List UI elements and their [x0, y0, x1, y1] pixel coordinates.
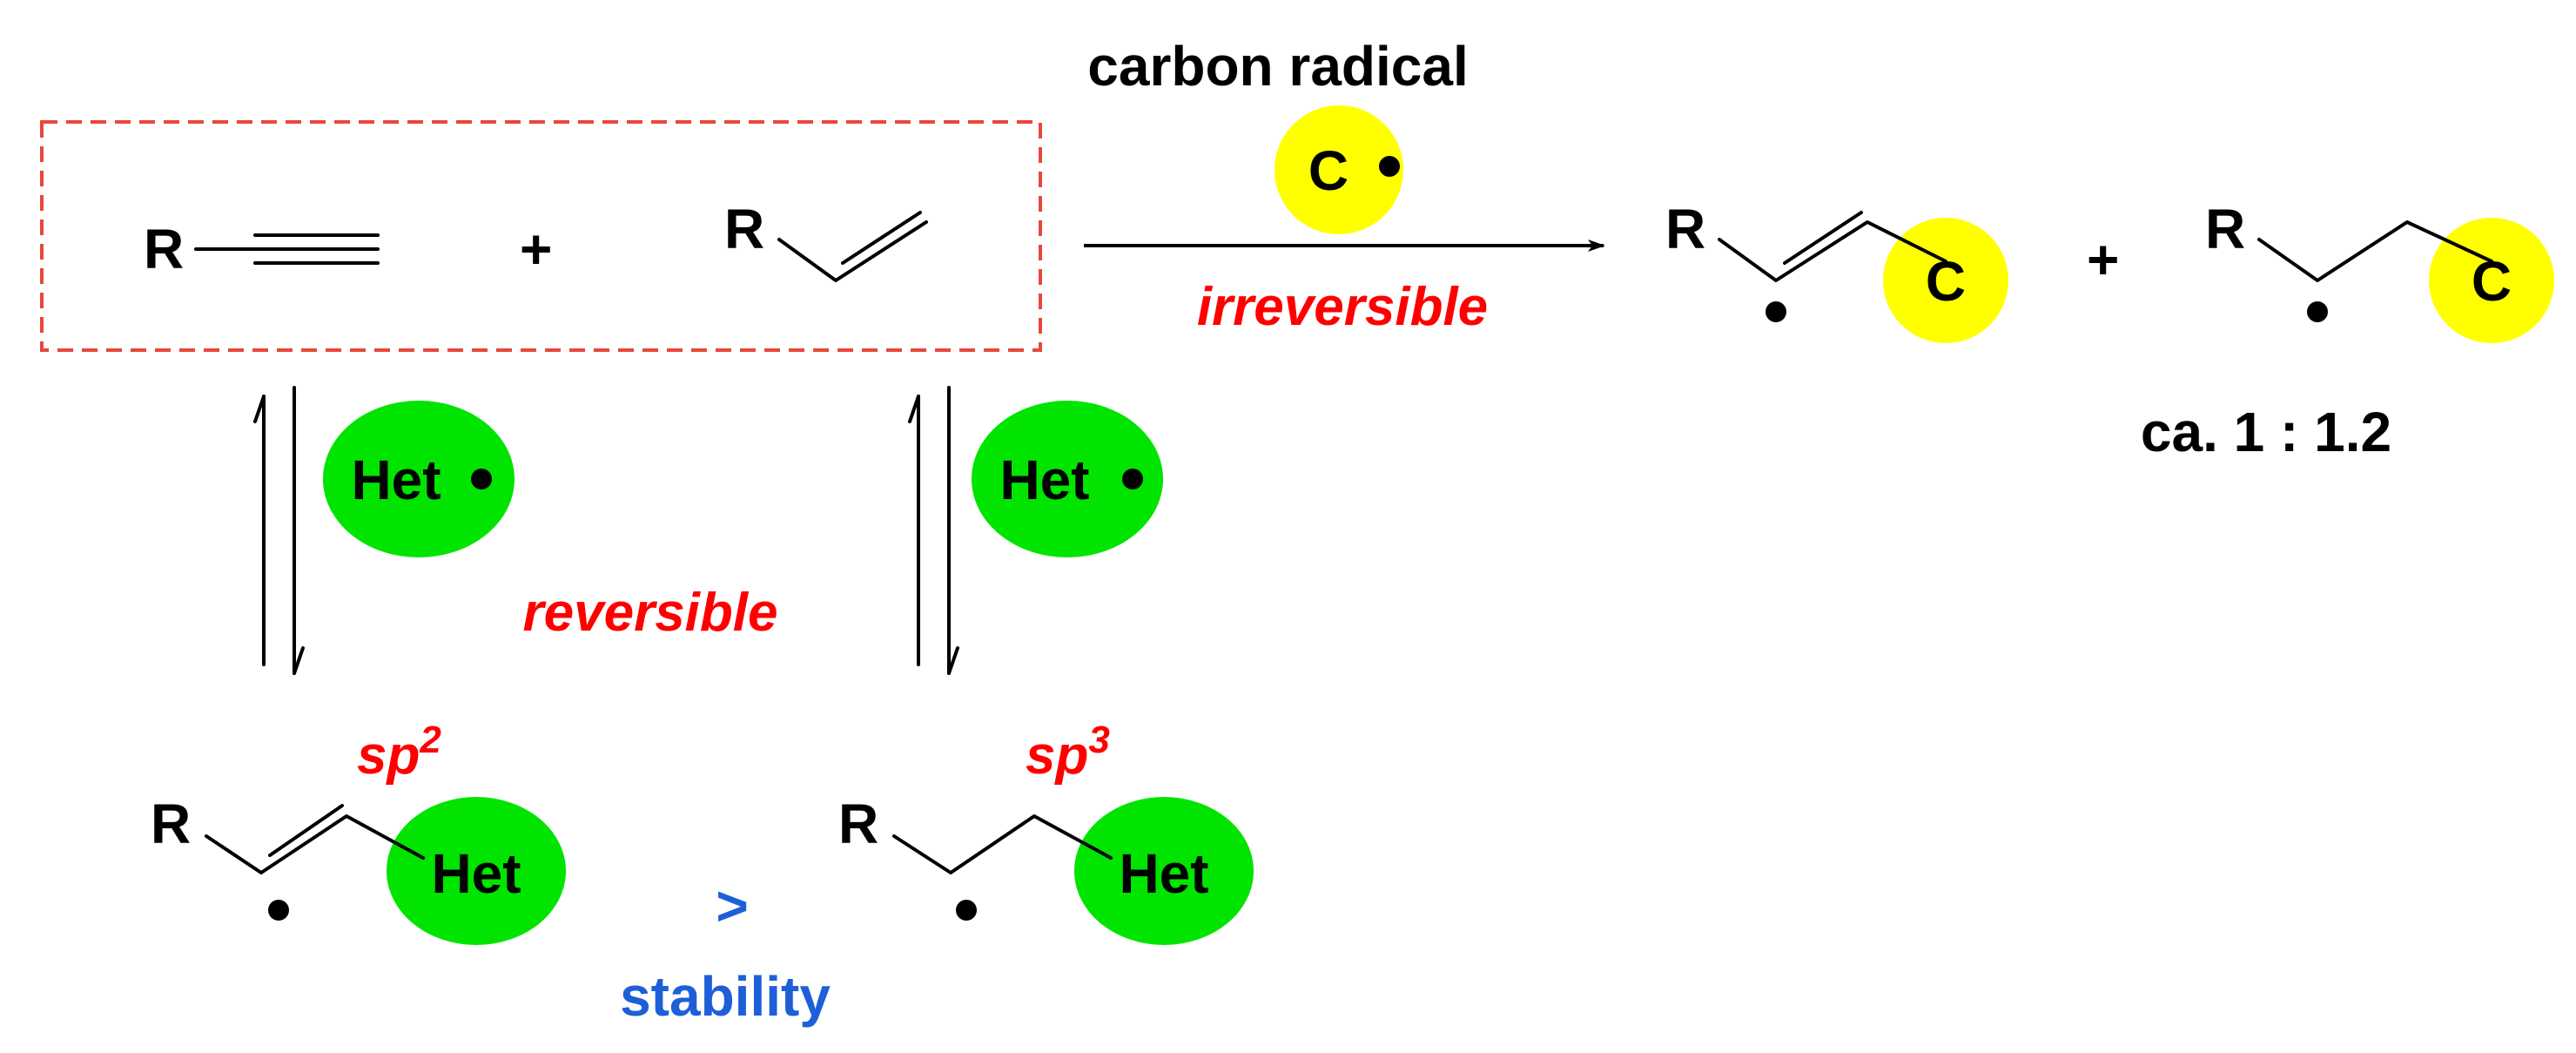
terminal-alkyne: R — [144, 218, 380, 280]
sp3-prefix: sp — [1026, 726, 1088, 786]
product-vinyl-double-bond — [1783, 211, 1863, 265]
right-equilibrium-arrows: Het — [908, 386, 1163, 675]
alkyne-r-label: R — [144, 218, 184, 280]
substrates-dashed-box — [40, 120, 1042, 352]
product-vinyl-radical-dot — [1766, 301, 1786, 322]
product-vinyl-radical: R C — [1665, 198, 2008, 343]
product-vinyl-skeleton — [1718, 220, 1947, 282]
terminal-alkene: R — [724, 198, 928, 282]
product-ratio: ca. 1 : 1.2 — [2141, 401, 2391, 463]
product-vinyl-r-label: R — [1665, 198, 1705, 260]
alkyl-het-r-label: R — [838, 793, 878, 855]
alkyl-het-circle — [1074, 797, 1254, 945]
carbon-radical-letter: C — [1308, 139, 1349, 202]
left-het-radical-label: Het — [351, 449, 441, 511]
vinyl-het-circle — [387, 797, 566, 945]
alkyl-het-label: Het — [1119, 842, 1208, 905]
vinyl-het-skeleton — [205, 814, 425, 874]
sp2-prefix: sp — [357, 726, 420, 786]
right-het-radical-circle — [972, 401, 1163, 557]
product-alkyl-skeleton — [2257, 220, 2493, 282]
left-equilibrium-arrows: Het reversible — [253, 386, 778, 675]
left-het-radical-circle — [323, 401, 515, 557]
product-vinyl-c-circle — [1883, 218, 2008, 343]
left-eq-down-barb — [293, 646, 305, 675]
alkene-r-label: R — [724, 198, 764, 260]
product-alkyl-radical-dot — [2307, 301, 2328, 322]
reversible-label: reversible — [523, 583, 778, 643]
right-het-radical-dot — [1122, 469, 1143, 489]
vinyl-het-radical-dot — [268, 900, 289, 921]
alkene-skeleton — [777, 220, 928, 282]
stability-comparison: > stability — [620, 874, 831, 1028]
carbon-radical-title: carbon radical — [1087, 35, 1469, 98]
alkene-double-bond — [841, 211, 922, 265]
carbon-radical-arrow: carbon radical C irreversible — [1084, 35, 1605, 337]
product-alkyl-r-label: R — [2205, 198, 2245, 260]
product-alkyl-radical: R C — [2205, 198, 2554, 343]
alkyl-het-skeleton — [892, 814, 1113, 874]
sp2-label: sp2 — [357, 719, 441, 786]
product-alkyl-c-circle — [2429, 218, 2554, 343]
right-eq-up-barb — [908, 395, 920, 423]
alkyl-het-radical-dot — [956, 900, 977, 921]
vinyl-het-label: Het — [431, 842, 521, 905]
alkyl-het-radical: sp3 R Het — [838, 719, 1254, 945]
vinyl-het-radical: sp2 R Het — [151, 719, 566, 945]
vinyl-het-double-bond — [268, 804, 344, 857]
sp3-label: sp3 — [1026, 719, 1110, 786]
left-het-radical-dot — [471, 469, 492, 489]
carbon-radical-dot — [1379, 156, 1400, 177]
vinyl-het-r-label: R — [151, 793, 191, 855]
product-alkyl-c-letter: C — [2472, 250, 2512, 313]
irreversible-label: irreversible — [1197, 277, 1488, 337]
carbon-radical-circle — [1275, 105, 1403, 234]
right-eq-down-barb — [947, 646, 959, 675]
plus-sign-products: + — [2087, 228, 2119, 291]
left-eq-up-barb — [253, 395, 266, 423]
sp3-superscript: 3 — [1088, 719, 1109, 761]
product-vinyl-c-letter: C — [1926, 250, 1966, 313]
plus-sign-substrates: + — [520, 218, 552, 280]
right-het-radical-label: Het — [999, 449, 1089, 511]
greater-than-sign: > — [716, 874, 748, 937]
sp2-superscript: 2 — [419, 719, 441, 761]
stability-label: stability — [620, 965, 831, 1028]
